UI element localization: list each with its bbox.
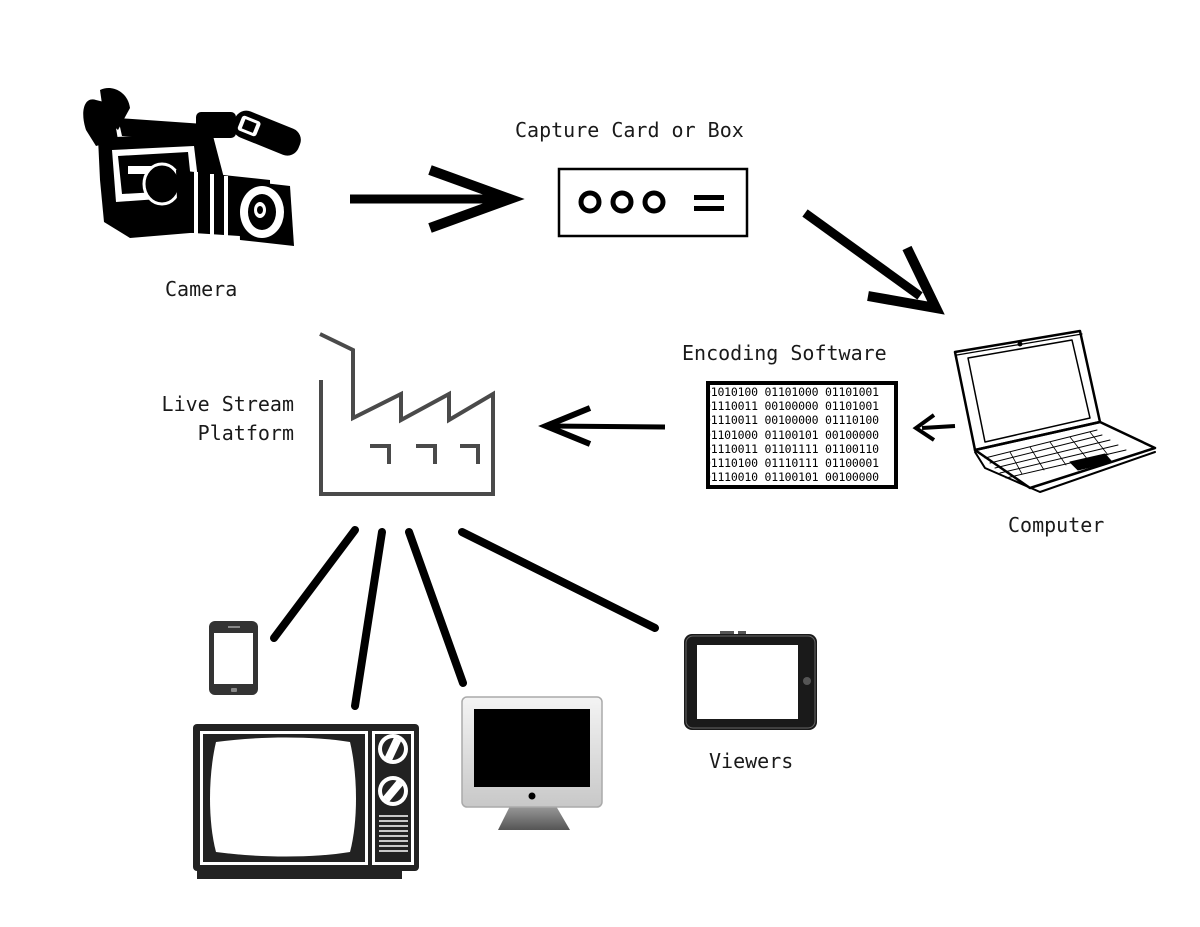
video-camera-icon bbox=[83, 88, 301, 246]
camera-label: Camera bbox=[165, 277, 238, 301]
capture-card-icon bbox=[557, 167, 749, 238]
arrow-capture-to-computer bbox=[802, 209, 945, 315]
platform-label-line2: Platform bbox=[197, 421, 294, 445]
computer-label: Computer bbox=[1008, 513, 1105, 537]
retro-tv-icon bbox=[193, 724, 419, 879]
tablet-icon bbox=[684, 631, 817, 730]
binary-line: 01110011 01101111 01100110 bbox=[706, 441, 879, 456]
binary-line: 01110010 01100101 00100000 bbox=[706, 470, 879, 485]
arrow-encoding-to-platform bbox=[538, 405, 666, 447]
factory-icon bbox=[319, 332, 495, 496]
laptop-icon bbox=[953, 329, 1157, 493]
smartphone-icon bbox=[209, 621, 258, 695]
binary-line: 01010100 01101000 01101001 bbox=[706, 385, 879, 399]
binary-line: 01110100 01110111 01100001 bbox=[706, 456, 879, 471]
distribution-lines bbox=[270, 526, 659, 710]
arrow-computer-to-encoding bbox=[912, 413, 956, 442]
encoding-software-label: Encoding Software bbox=[682, 341, 887, 365]
binary-line: 01101000 01100101 00100000 bbox=[706, 427, 879, 442]
arrow-camera-to-capture bbox=[350, 165, 525, 233]
binary-line: 01110011 00100000 01101001 bbox=[706, 399, 879, 414]
binary-code-icon: 01010100 01101000 01101001 01110011 0010… bbox=[706, 381, 898, 489]
capture-card-label: Capture Card or Box bbox=[515, 118, 744, 142]
binary-line: 01110011 00100000 01110100 bbox=[706, 413, 879, 428]
viewers-label: Viewers bbox=[709, 749, 794, 773]
desktop-monitor-icon bbox=[461, 696, 603, 830]
platform-label-line1: Live Stream bbox=[161, 392, 294, 416]
